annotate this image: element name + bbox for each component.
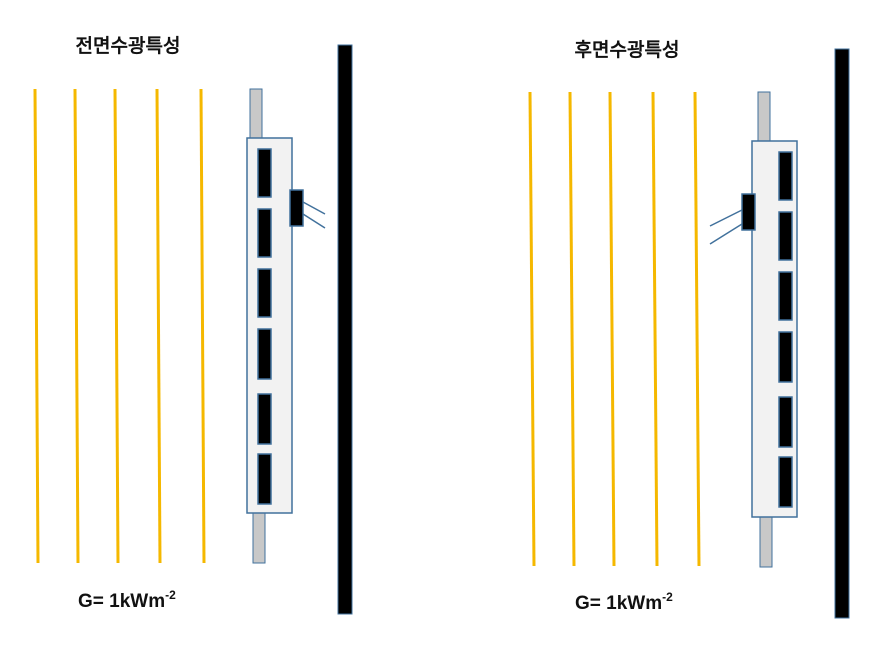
- junction-box: [289, 189, 304, 227]
- solar-cell: [257, 453, 272, 505]
- rear-light-rays: [528, 91, 701, 567]
- light-ray: [568, 91, 576, 567]
- front-pv-module: [246, 88, 326, 564]
- solar-cell: [778, 331, 793, 383]
- light-ray: [73, 88, 80, 564]
- light-ray: [528, 91, 536, 567]
- cable: [302, 201, 326, 215]
- junction-box: [741, 193, 756, 231]
- solar-cell: [257, 268, 272, 318]
- light-ray: [113, 88, 120, 564]
- solar-cell: [778, 271, 793, 321]
- module-rail-top: [249, 88, 263, 140]
- solar-cell: [257, 208, 272, 258]
- rear-reflector-wall: [834, 48, 850, 619]
- front-panel-title: 전면수광특성: [76, 35, 181, 57]
- solar-cell: [257, 328, 272, 380]
- front-reflector-wall: [337, 44, 353, 615]
- solar-cell: [257, 148, 272, 198]
- rear-panel-title: 후면수광특성: [575, 39, 680, 61]
- solar-cell: [257, 393, 272, 445]
- solar-cell: [778, 396, 793, 448]
- light-ray: [651, 91, 659, 567]
- front-panel: 전면수광특성 G= 1kWm-2: [33, 35, 353, 615]
- solar-cell: [778, 211, 793, 261]
- rear-pv-module: [709, 91, 798, 568]
- module-rail-bottom: [759, 516, 773, 568]
- solar-cell: [778, 151, 793, 201]
- module-body: [751, 140, 798, 518]
- module-body: [246, 137, 293, 514]
- solar-cell: [778, 456, 793, 508]
- cable: [709, 223, 743, 245]
- light-ray: [33, 88, 40, 564]
- light-ray: [608, 91, 616, 567]
- rear-irradiance-label: G= 1kWm-2: [575, 590, 673, 614]
- light-ray: [155, 88, 162, 564]
- cable: [302, 213, 326, 229]
- front-light-rays: [33, 88, 206, 564]
- front-irradiance-label: G= 1kWm-2: [78, 588, 176, 612]
- light-ray: [199, 88, 206, 564]
- rear-panel: 후면수광특성 G= 1kWm-2: [528, 39, 850, 619]
- module-rail-bottom: [252, 512, 266, 564]
- module-rail-top: [757, 91, 771, 143]
- cable: [709, 209, 743, 227]
- light-ray: [693, 91, 701, 567]
